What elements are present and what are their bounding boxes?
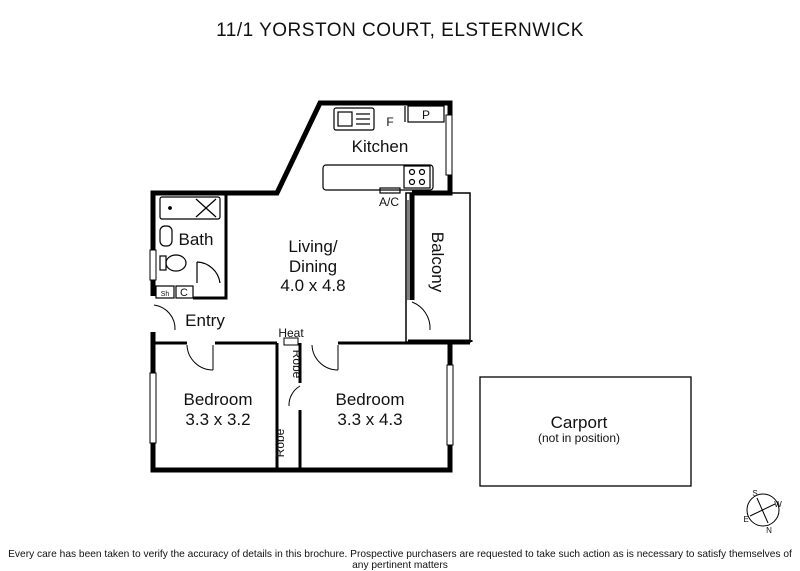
pantry-label: P: [422, 108, 430, 122]
cupboard-label: C: [180, 287, 188, 299]
bedroom1-label: Bedroom: [184, 390, 253, 409]
bedroom1-size: 3.3 x 3.2: [185, 410, 250, 429]
robe-label-lower: Robe: [273, 428, 287, 457]
ac-label: A/C: [379, 195, 399, 209]
compass-w-label: W: [774, 500, 782, 509]
entry-label: Entry: [185, 311, 225, 330]
bath-fixtures: [155, 196, 221, 299]
compass-s-label: S: [752, 489, 757, 498]
bath-label: Bath: [179, 230, 214, 249]
heat-label: Heat: [278, 326, 304, 340]
robe-label-upper: Robe: [290, 350, 304, 379]
balcony-label: Balcony: [428, 232, 447, 293]
living-label-line1: Living/: [288, 237, 337, 256]
carport-note: (not in position): [538, 431, 620, 445]
disclaimer-text: Every care has been taken to verify the …: [8, 549, 792, 571]
compass-n-label: N: [766, 526, 772, 535]
doors: [153, 304, 339, 407]
bedroom2-label: Bedroom: [336, 390, 405, 409]
carport-outline: [479, 376, 692, 487]
compass-e-label: E: [743, 515, 748, 524]
carport-label: Carport: [551, 413, 608, 432]
bedroom2-size: 3.3 x 4.3: [337, 410, 402, 429]
floorplan-title: 11/1 YORSTON COURT, ELSTERNWICK: [216, 20, 584, 41]
kitchen-label: Kitchen: [352, 137, 409, 156]
compass-icon: [746, 493, 780, 527]
fridge-label: F: [386, 115, 393, 129]
shower-label: Sh: [161, 291, 170, 298]
living-label-line2: Dining: [289, 257, 337, 276]
interior-walls: [153, 191, 412, 470]
windows: [149, 249, 454, 446]
living-size: 4.0 x 4.8: [280, 276, 345, 295]
kitchen-fixtures: [322, 105, 445, 194]
balcony-area: [405, 192, 471, 343]
kitchen-window: [445, 114, 453, 176]
